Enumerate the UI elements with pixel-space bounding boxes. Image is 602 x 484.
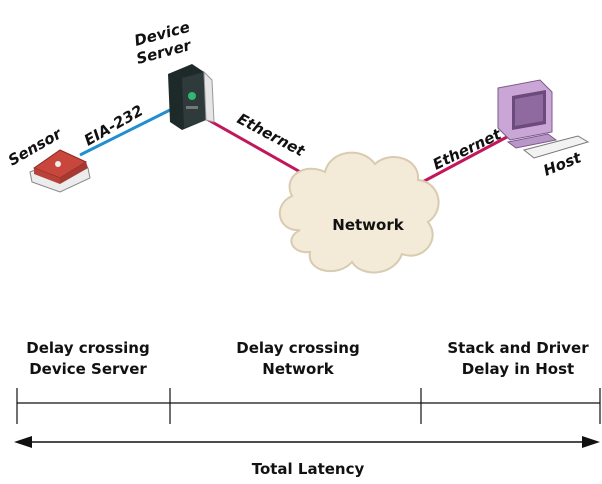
- sensor-icon: [29, 149, 91, 193]
- device-server-icon: [168, 64, 215, 130]
- segment-2-line1: Delay crossing: [236, 339, 359, 357]
- ethernet-right-label: Ethernet: [430, 125, 505, 174]
- segment-3-line1: Stack and Driver: [447, 339, 589, 357]
- network-label: Network: [332, 216, 404, 234]
- total-latency-label: Total Latency: [252, 460, 365, 478]
- network-cloud-icon: [278, 151, 440, 274]
- segment-3-line2: Delay in Host: [462, 360, 574, 378]
- segment-1-line2: Device Server: [29, 360, 147, 378]
- segment-bar: [16, 388, 601, 424]
- host-computer-icon: [497, 79, 590, 159]
- segment-1-line1: Delay crossing: [26, 339, 149, 357]
- segment-2-line2: Network: [262, 360, 334, 378]
- ethernet-line-right: [414, 128, 521, 188]
- total-latency-arrow: [14, 436, 600, 448]
- ethernet-left-label: Ethernet: [234, 110, 308, 161]
